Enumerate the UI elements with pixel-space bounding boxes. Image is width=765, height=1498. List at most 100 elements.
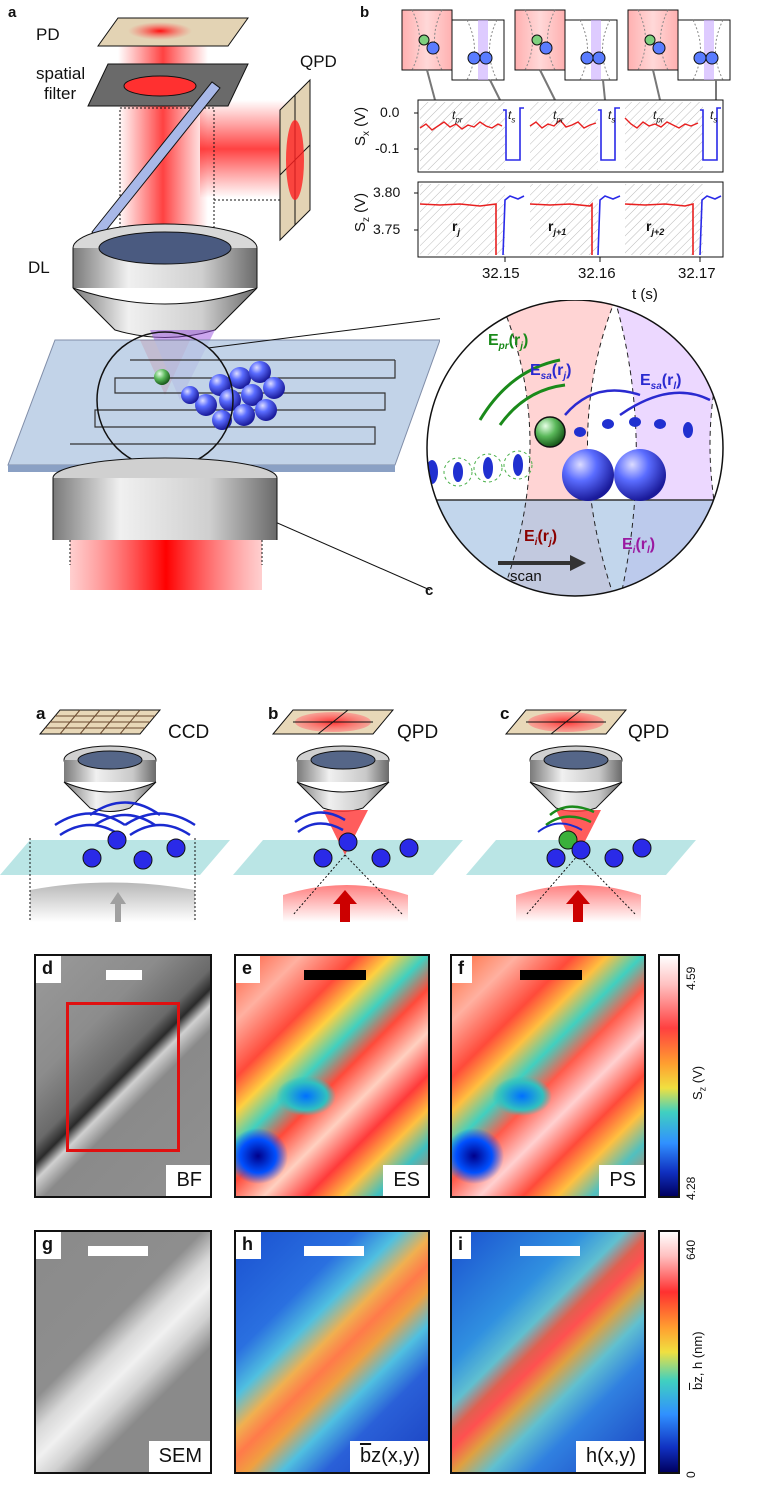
spatial-filter-label-1: spatial bbox=[36, 64, 86, 83]
e-i-close: ) bbox=[551, 528, 558, 545]
position-label-rj2: rj+2 bbox=[646, 218, 664, 237]
t-s-sub: s bbox=[713, 115, 718, 125]
panel-d-letter: d bbox=[36, 956, 61, 983]
e-sa-arg-sub: j bbox=[563, 371, 567, 383]
figure2-panel-c-letter: c bbox=[500, 704, 510, 723]
e-sa-sub: sa bbox=[540, 371, 552, 383]
t-pr-main: t bbox=[452, 108, 456, 122]
sx-tick-1: -0.1 bbox=[375, 140, 400, 156]
panel-g-caption: SEM bbox=[148, 1441, 210, 1472]
e-i-close: ) bbox=[649, 536, 656, 553]
e-i-main: E bbox=[622, 536, 633, 553]
pos-main: r bbox=[548, 218, 554, 234]
t-s-main: t bbox=[608, 108, 612, 122]
panel-d-caption: BF bbox=[166, 1165, 210, 1196]
figure1-panel-b-letter: b bbox=[360, 4, 370, 21]
e-i-arg: (r bbox=[537, 528, 550, 545]
caption-b: b bbox=[359, 1445, 372, 1467]
cb-label-unit: (V) bbox=[690, 1065, 705, 1087]
e-sa-arg: (r bbox=[661, 372, 674, 389]
e-sa-l-label: Esa(rl) bbox=[640, 372, 681, 392]
e-sa-main: E bbox=[530, 362, 541, 379]
e-i-main: E bbox=[524, 528, 535, 545]
scale-bar bbox=[304, 1246, 364, 1256]
dl-label: DL bbox=[28, 258, 50, 277]
e-pr-main: E bbox=[488, 332, 499, 349]
t-pr-main: t bbox=[653, 108, 657, 122]
scale-bar bbox=[88, 1246, 148, 1256]
t-pr-sub: pr bbox=[556, 115, 564, 125]
panel-i-letter: i bbox=[452, 1232, 472, 1259]
t-pr-label-2: tpr bbox=[553, 108, 563, 124]
e-i-sub: i bbox=[632, 545, 636, 557]
sx-label-unit: (V) bbox=[352, 106, 369, 131]
cb2-label-rest: z, h (nm) bbox=[690, 1331, 705, 1383]
schematic-b bbox=[233, 709, 463, 922]
t-pr-label-1: tpr bbox=[452, 108, 462, 124]
panel-e-es: e ES bbox=[234, 954, 430, 1198]
e-i-j-label: Ei(rj) bbox=[524, 528, 557, 548]
panel-e-letter: e bbox=[236, 956, 261, 983]
spatial-filter-label-2: filter bbox=[44, 84, 77, 103]
pos-sub: j bbox=[457, 226, 460, 237]
e-sa-j-label: Esa(rj) bbox=[530, 362, 571, 382]
e-sa-close: ) bbox=[566, 362, 572, 379]
e-i-l-label: Ei(rl) bbox=[622, 536, 655, 556]
t-pr-sub: pr bbox=[455, 115, 463, 125]
x-tick-0: 32.15 bbox=[482, 265, 520, 282]
time-trace-plot bbox=[401, 9, 731, 262]
colorbar-height bbox=[658, 1230, 680, 1474]
scale-bar bbox=[106, 970, 142, 980]
sx-label-sub: x bbox=[361, 130, 372, 136]
panel-g-letter: g bbox=[36, 1232, 61, 1259]
x-tick-1: 32.16 bbox=[578, 265, 616, 282]
e-i-arg: (r bbox=[635, 536, 648, 553]
qpd-label: QPD bbox=[300, 52, 337, 71]
sz-label-main: S bbox=[352, 221, 369, 232]
scale-bar bbox=[520, 970, 582, 980]
panel-e-caption: ES bbox=[383, 1165, 428, 1196]
zoom-schematic bbox=[426, 300, 724, 597]
figure2-panel-a-letter: a bbox=[36, 704, 46, 723]
sx-axis-label: Sx (V) bbox=[352, 107, 372, 146]
sx-label-main: S bbox=[352, 135, 369, 146]
figure1-panel-c-letter: c bbox=[425, 582, 434, 599]
e-sa-close: ) bbox=[676, 372, 682, 389]
cb-label-sub: z bbox=[697, 1086, 708, 1092]
scan-label: scan bbox=[510, 568, 542, 585]
t-s-label-1: ts bbox=[508, 108, 515, 124]
sx-tick-0: 0.0 bbox=[380, 104, 400, 120]
e-sa-sub: sa bbox=[650, 381, 662, 393]
panel-f-letter: f bbox=[452, 956, 472, 983]
colorbar-sz bbox=[658, 954, 680, 1198]
panel-f-caption: PS bbox=[599, 1165, 644, 1196]
e-sa-main: E bbox=[640, 372, 651, 389]
panel-i-caption: h(x,y) bbox=[576, 1441, 644, 1472]
t-s-main: t bbox=[508, 108, 512, 122]
e-pr-sub: pr bbox=[498, 341, 509, 353]
schematic-a bbox=[0, 709, 230, 922]
colorbar-sz-label: Sz (V) bbox=[690, 1066, 708, 1100]
panel-i-h: i h(x,y) bbox=[450, 1230, 646, 1474]
e-i-sub: i bbox=[534, 537, 538, 549]
colorbar-sz-min: 4.28 bbox=[684, 1176, 698, 1200]
panel-g-sem: g SEM bbox=[34, 1230, 212, 1474]
trap-inset-icons bbox=[401, 9, 731, 101]
e-pr-arg-sub: j bbox=[520, 341, 524, 353]
t-s-label-3: ts bbox=[710, 108, 717, 124]
panel-h-letter: h bbox=[236, 1232, 261, 1259]
pd-label: PD bbox=[36, 25, 60, 44]
t-s-main: t bbox=[710, 108, 714, 122]
caption-suffix: z(x,y) bbox=[371, 1445, 420, 1467]
sz-label-unit: (V) bbox=[352, 192, 369, 217]
position-label-rj: rj bbox=[452, 218, 460, 237]
colorbar-height-min: 0 bbox=[684, 1471, 698, 1478]
sz-label-sub: z bbox=[361, 216, 372, 222]
panel-h-bz: h bz(x,y) bbox=[234, 1230, 430, 1474]
scale-bar bbox=[520, 1246, 580, 1256]
pos-sub: j+1 bbox=[553, 226, 567, 237]
e-i-arg-sub: l bbox=[647, 545, 650, 557]
sz-tick-0: 3.80 bbox=[373, 184, 401, 200]
colorbar-sz-max: 4.59 bbox=[684, 966, 698, 990]
cb-label-main: S bbox=[690, 1091, 705, 1100]
